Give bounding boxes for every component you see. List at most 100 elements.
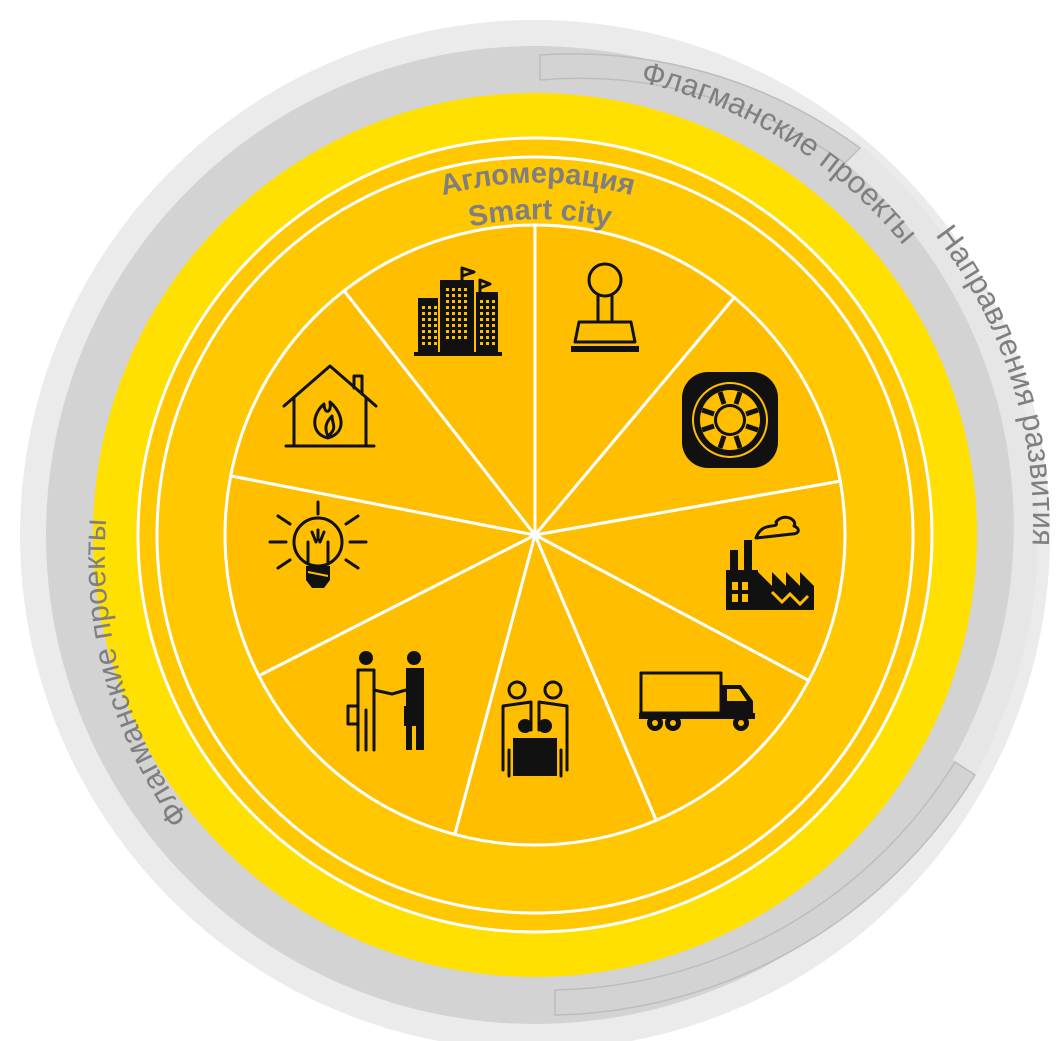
building-window xyxy=(434,312,437,315)
building-window xyxy=(492,312,495,315)
building-window xyxy=(452,312,455,315)
building-window xyxy=(492,342,495,345)
building-window xyxy=(434,318,437,321)
building-window xyxy=(458,324,461,327)
building-window xyxy=(480,330,483,333)
building-window xyxy=(434,330,437,333)
family-icon xyxy=(501,680,569,778)
building-window xyxy=(446,330,449,333)
building-window xyxy=(422,336,425,339)
building-window xyxy=(452,306,455,309)
right-segment-band xyxy=(840,140,1039,775)
building-window xyxy=(434,324,437,327)
sector-business-handshake xyxy=(256,532,538,837)
building-window xyxy=(428,312,431,315)
building-window xyxy=(464,330,467,333)
building-window xyxy=(422,318,425,321)
building-window xyxy=(492,306,495,309)
building-window xyxy=(452,336,455,339)
building-window xyxy=(452,324,455,327)
building-window xyxy=(492,330,495,333)
building-window xyxy=(464,318,467,321)
building-window xyxy=(486,324,489,327)
building-window xyxy=(458,306,461,309)
sector-factory xyxy=(530,479,847,683)
building-window xyxy=(452,294,455,297)
building-window xyxy=(446,300,449,303)
building-window xyxy=(492,318,495,321)
building-window xyxy=(452,300,455,303)
building-window xyxy=(428,342,431,345)
building-window xyxy=(492,336,495,339)
building-window xyxy=(428,318,431,321)
building-window xyxy=(486,318,489,321)
sector-family xyxy=(452,530,659,847)
building-window xyxy=(458,336,461,339)
factory-icon xyxy=(726,515,814,610)
building-window xyxy=(422,306,425,309)
official-stamp-icon xyxy=(571,262,639,352)
building-window xyxy=(434,336,437,339)
building-window xyxy=(446,288,449,291)
building-window xyxy=(434,342,437,345)
building-window xyxy=(446,324,449,327)
house-heating-flame-icon xyxy=(282,364,378,448)
building-window xyxy=(464,324,467,327)
building-window xyxy=(480,342,483,345)
sector-light-bulb-idea xyxy=(223,474,540,678)
business-handshake-icon xyxy=(346,651,424,752)
building-window xyxy=(446,306,449,309)
building-window xyxy=(446,312,449,315)
building-window xyxy=(486,312,489,315)
building-window xyxy=(464,294,467,297)
building-window xyxy=(434,306,437,309)
building-window xyxy=(464,336,467,339)
lifebuoy-icon xyxy=(682,372,778,468)
building-window xyxy=(492,300,495,303)
building-window xyxy=(480,300,483,303)
building-window xyxy=(422,312,425,315)
sector-official-stamp xyxy=(533,223,737,540)
building-window xyxy=(428,330,431,333)
top-segment-band xyxy=(539,53,862,164)
delivery-truck-icon xyxy=(639,671,755,731)
building-window xyxy=(452,330,455,333)
building-window xyxy=(458,288,461,291)
building-window xyxy=(422,330,425,333)
building-window xyxy=(480,306,483,309)
building-window xyxy=(452,288,455,291)
building-window xyxy=(446,336,449,339)
building-window xyxy=(480,318,483,321)
building-windows xyxy=(422,288,495,345)
building-window xyxy=(486,342,489,345)
building-window xyxy=(458,312,461,315)
building-window xyxy=(452,318,455,321)
building-window xyxy=(486,336,489,339)
building-window xyxy=(486,306,489,309)
building-window xyxy=(446,294,449,297)
building-window xyxy=(428,306,431,309)
building-window xyxy=(464,300,467,303)
sector-house-heating-flame xyxy=(228,288,539,538)
building-window xyxy=(464,312,467,315)
light-bulb-idea-icon xyxy=(268,500,368,588)
sector-delivery-truck xyxy=(531,531,811,823)
building-window xyxy=(486,300,489,303)
building-window xyxy=(422,324,425,327)
building-window xyxy=(446,318,449,321)
building-window xyxy=(480,324,483,327)
building-window xyxy=(428,324,431,327)
building-window xyxy=(458,294,461,297)
building-window xyxy=(464,306,467,309)
building-window xyxy=(480,336,483,339)
building-window xyxy=(492,324,495,327)
building-window xyxy=(458,300,461,303)
building-window xyxy=(458,318,461,321)
building-window xyxy=(422,342,425,345)
building-window xyxy=(464,288,467,291)
building-window xyxy=(428,336,431,339)
bottom-right-segment-band xyxy=(554,760,977,1016)
building-window xyxy=(480,312,483,315)
